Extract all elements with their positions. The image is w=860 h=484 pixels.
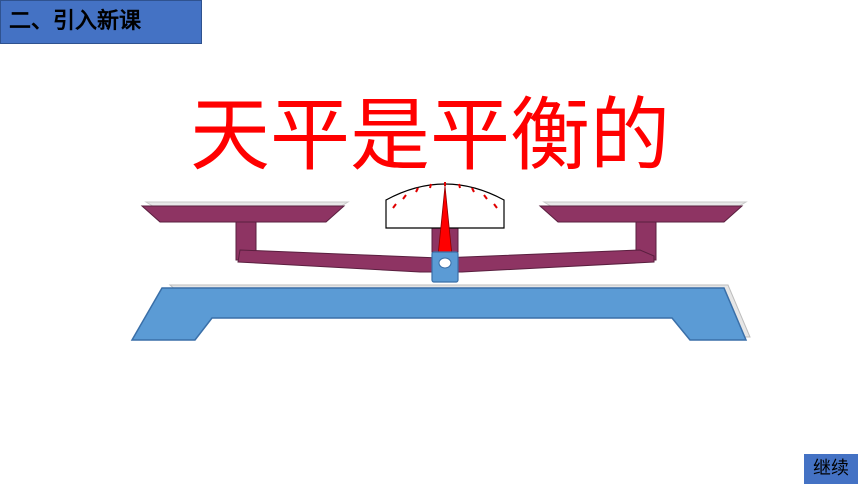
section-label: 二、引入新课 <box>0 0 202 44</box>
left-pan <box>140 205 346 223</box>
right-pan <box>538 205 744 223</box>
pivot-hole <box>438 257 452 269</box>
page-title: 天平是平衡的 <box>190 89 670 182</box>
dial-ticks <box>392 182 498 209</box>
scale-base <box>130 287 748 341</box>
continue-button[interactable]: 继续 <box>804 454 858 484</box>
